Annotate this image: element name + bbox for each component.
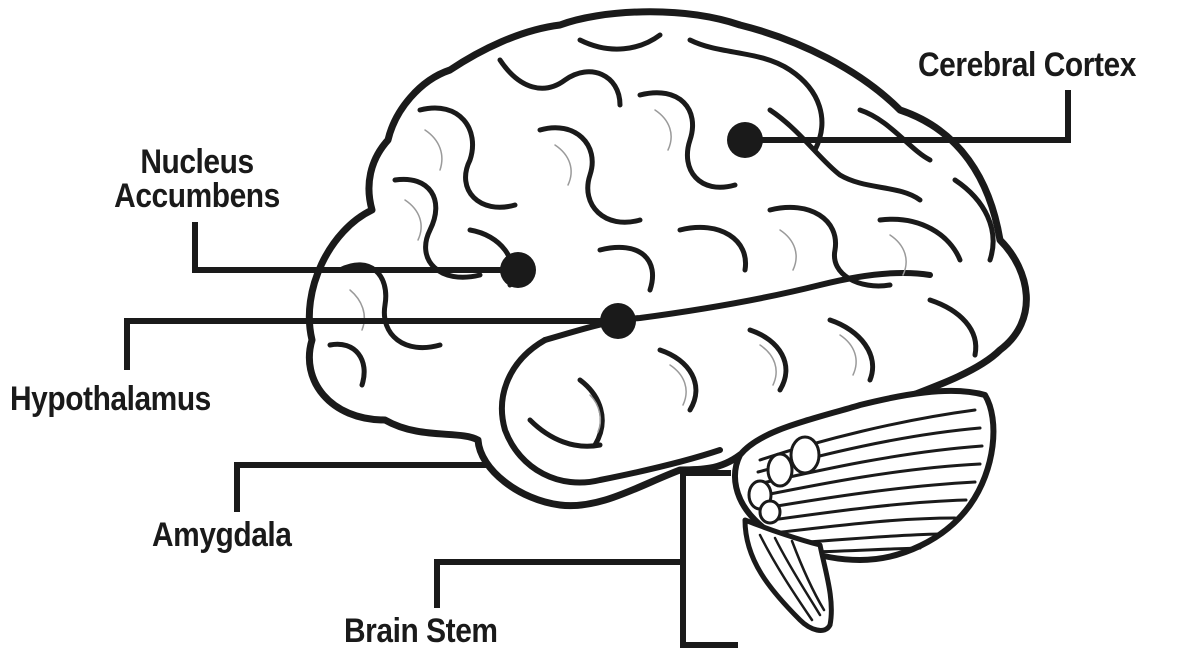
nucleus-accumbens-marker-icon [500,252,536,288]
cerebral-cortex-marker-icon [727,122,763,158]
brain-stem-branch [437,562,683,608]
label-nucleus-accumbens: Nucleus Accumbens [96,145,298,213]
label-nucleus-accumbens-line2: Accumbens [96,179,298,213]
label-brain-stem: Brain Stem [344,614,498,648]
label-cerebral-cortex: Cerebral Cortex [918,48,1136,82]
label-amygdala: Amygdala [152,518,291,552]
label-hypothalamus: Hypothalamus [10,382,211,416]
hypothalamus-marker-icon [600,303,636,339]
label-nucleus-accumbens-line1: Nucleus [96,145,298,179]
amygdala-leader [237,465,490,512]
brain-stem-leader [683,473,738,645]
